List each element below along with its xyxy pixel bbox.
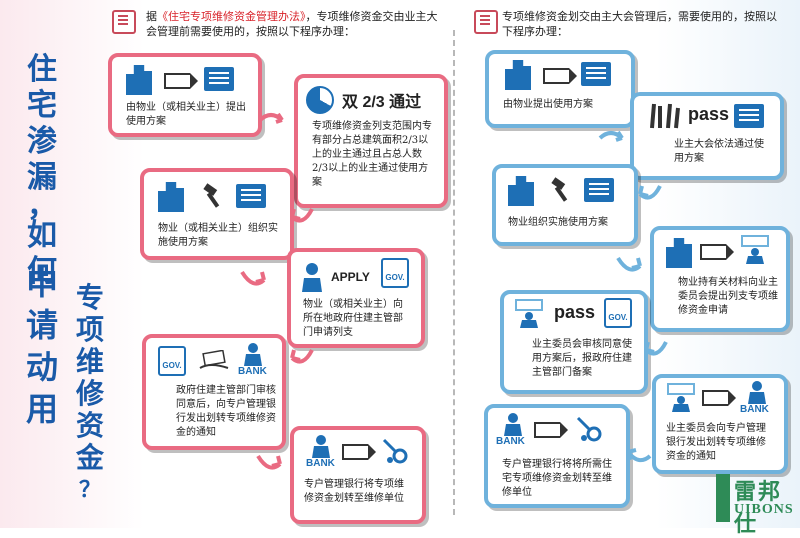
left-step-1-text: 由物业（或相关业主）提出使用方案 (126, 102, 246, 127)
right-step-4: 物业持有关材料向业主委员会提出列支专项维修资金申请 (650, 226, 790, 332)
connector-arrow-icon (644, 341, 668, 356)
building-icon (505, 60, 531, 90)
left-step-6: BANK 专户管理银行将专项维修资金划转至维修单位 (290, 426, 426, 524)
right-step-6: BANK 业主委员会向专户管理银行发出划转专项维修资金的通知 (652, 374, 788, 474)
right-step-3: 物业组织实施使用方案 (492, 164, 638, 246)
right-step-1-text: 由物业提出使用方案 (503, 99, 593, 110)
people-raising-hands-icon (650, 103, 680, 129)
connector-arrow-icon (256, 454, 282, 470)
gov-icon: GOV. (158, 346, 186, 376)
committee-icon (667, 383, 695, 412)
arrow-right-icon (543, 68, 577, 84)
right-intro: 专项维修资金划交由主大会管理后，需要使用的，按照以下程序办理： (502, 10, 777, 38)
document-icon (581, 62, 611, 86)
title-line-1: 住宅渗漏，如何 (27, 53, 57, 288)
connector-arrow-icon (638, 185, 662, 200)
left-step-3: 物业（或相关业主）组织实施使用方案 (140, 168, 294, 260)
connector-arrow-icon (290, 349, 314, 364)
right-step-7: BANK 专户管理银行将将所需住宅专项维修资金划转至维修单位 (484, 404, 630, 508)
document-icon (734, 104, 764, 128)
right-step-1: 由物业提出使用方案 (485, 50, 635, 128)
committee-icon (741, 235, 769, 264)
logo-latin: UIBONS (734, 502, 794, 517)
book-icon (112, 10, 136, 34)
title-line-2: 申请动用 (25, 265, 58, 427)
pie-chart-icon (306, 86, 334, 114)
committee-icon (515, 299, 543, 328)
bank-label: BANK (740, 404, 769, 415)
left-step-5: GOV. BANK 政府住建主管部门审核同意后，向专户管理银行发出划转专项维修资… (142, 334, 286, 450)
right-step-2: pass 业主大会依法通过使用方案 (630, 92, 784, 180)
right-step-5-text: 业主委员会审核同意使用方案后，报政府住建主管部门备案 (532, 339, 632, 378)
banker-icon (748, 381, 766, 404)
left-step-6-text: 专户管理银行将专项维修资金划转至维修单位 (304, 479, 404, 504)
pass-label: pass (554, 302, 596, 322)
right-step-3-text: 物业组织实施使用方案 (508, 217, 608, 228)
logo-mark (716, 474, 730, 522)
document-icon (204, 67, 234, 91)
arrow-right-icon (164, 73, 198, 89)
left-intro: 据《住宅专项维修资金管理办法》，专项维修资金交由业主大会管理前需要使用的，按照以… (146, 10, 438, 38)
connector-arrow-icon (290, 208, 314, 223)
left-step-4-text: 物业（或相关业主）向所在地政府住建主管部门申请列支 (303, 299, 403, 338)
building-icon (126, 65, 152, 95)
bank-label: BANK (496, 436, 525, 447)
arrow-right-icon (342, 444, 376, 460)
left-step-4: APPLY GOV. 物业（或相关业主）向所在地政府住建主管部门申请列支 (287, 248, 425, 348)
banker-icon (312, 435, 330, 458)
hammer-icon (551, 177, 568, 202)
arrow-right-icon (534, 422, 568, 438)
connector-arrow-icon (258, 112, 284, 124)
bank-label: BANK (306, 458, 335, 469)
right-step-5: pass GOV. 业主委员会审核同意使用方案后，报政府住建主管部门备案 (500, 290, 648, 394)
left-step-2-text: 专项维修资金列支范围内专有部分占总建筑面积2/3以上的业主通过且占总人数2/3以… (312, 121, 432, 188)
right-step-7-text: 专户管理银行将将所需住宅专项维修资金划转至维修单位 (502, 459, 612, 498)
document-icon (584, 178, 614, 202)
right-step-4-text: 物业持有关材料向业主委员会提出列支专项维修资金申请 (678, 277, 778, 316)
connector-arrow-icon (616, 256, 642, 272)
left-step-1: 由物业（或相关业主）提出使用方案 (108, 53, 262, 137)
document-icon (236, 184, 266, 208)
right-step-2-text: 业主大会依法通过使用方案 (674, 139, 764, 164)
arrow-right-icon (700, 244, 734, 260)
title-line-3: 专项维修资金？ (75, 282, 104, 502)
apply-label: APPLY (331, 270, 370, 284)
pass-label: pass (688, 104, 730, 124)
hand-document-icon (199, 350, 229, 369)
gears-tools-icon (576, 416, 602, 442)
left-step-5-text: 政府住建主管部门审核同意后，向专户管理银行发出划转专项维修资金的通知 (176, 385, 276, 438)
connector-arrow-icon (626, 448, 652, 463)
building-icon (508, 176, 534, 206)
arrow-right-icon (702, 390, 736, 406)
gov-icon: GOV. (604, 298, 632, 328)
hammer-icon (203, 183, 220, 208)
book-icon (474, 10, 498, 34)
left-step-2: 双 2/3 通过 专项维修资金列支范围内专有部分占总建筑面积2/3以上的业主通过… (294, 74, 448, 208)
center-divider (453, 30, 455, 515)
right-step-6-text: 业主委员会向专户管理银行发出划转专项维修资金的通知 (666, 423, 766, 462)
person-icon (302, 263, 322, 292)
banker-icon (504, 413, 522, 436)
double-two-thirds-title: 双 2/3 通过 (342, 94, 422, 111)
connector-arrow-icon (598, 130, 624, 142)
left-step-3-text: 物业（或相关业主）组织实施使用方案 (158, 223, 278, 248)
gears-tools-icon (382, 438, 408, 464)
banker-icon (244, 343, 262, 366)
building-icon (666, 238, 692, 268)
gov-icon: GOV. (381, 258, 409, 288)
building-icon (158, 182, 184, 212)
bank-label: BANK (238, 366, 267, 377)
connector-arrow-icon (240, 270, 266, 286)
